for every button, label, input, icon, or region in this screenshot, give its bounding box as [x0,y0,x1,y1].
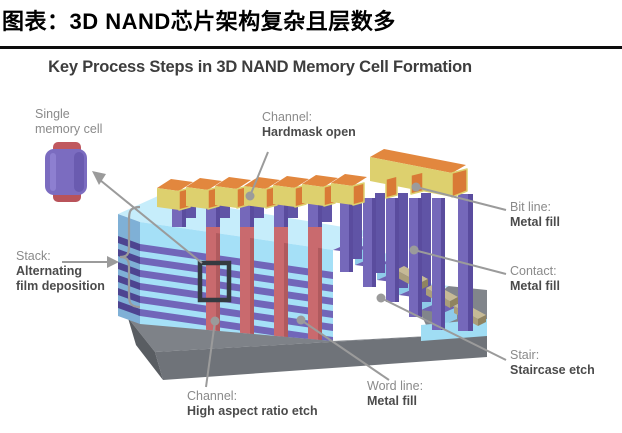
label-desc: Hardmask open [262,125,356,139]
label-term: Channel: [262,110,313,124]
label-desc: film deposition [16,279,105,293]
label-desc: Alternating [16,264,82,278]
label-term: Contact: [510,264,557,278]
label-desc: High aspect ratio etch [187,404,318,418]
memory-cell-icon [45,142,87,202]
label-desc: Metal fill [510,279,561,293]
label-channel-hardmask: Channel: Hardmask open [262,110,356,140]
label-word-line: Word line: Metal fill [367,379,423,409]
cell-arrowhead [92,171,106,185]
label-line: Single [35,107,70,121]
label-stack: Stack: Alternating film deposition [16,249,105,294]
label-desc: Staircase etch [510,363,595,377]
stack-arrowhead [107,256,119,268]
label-desc: Metal fill [367,394,418,408]
stack-brace [119,205,141,309]
front-pillars [172,194,473,331]
label-channel-etch: Channel: High aspect ratio etch [187,389,318,419]
leader-lines [62,151,507,388]
title-divider [0,46,622,49]
memory-cell-highlight-box [197,260,232,303]
label-term: Stair: [510,348,540,362]
leader-dots [92,171,421,326]
hardmask-bars [157,149,468,211]
label-line: memory cell [35,122,103,136]
label-term: Word line: [367,379,424,393]
figure-title: Key Process Steps in 3D NAND Memory Cell… [48,58,472,76]
label-term: Bit line: [510,200,551,214]
label-stair: Stair: Staircase etch [510,348,595,378]
label-bit-line: Bit line: Metal fill [510,200,560,230]
label-term: Channel: [187,389,238,403]
label-contact: Contact: Metal fill [510,264,560,294]
label-single-memory-cell: Single memory cell [35,107,102,137]
page-title: 图表：3D NAND芯片架构复杂且层数多 [2,9,396,34]
channel-columns [206,226,322,341]
label-desc: Metal fill [510,215,561,229]
label-term: Stack: [16,249,51,263]
